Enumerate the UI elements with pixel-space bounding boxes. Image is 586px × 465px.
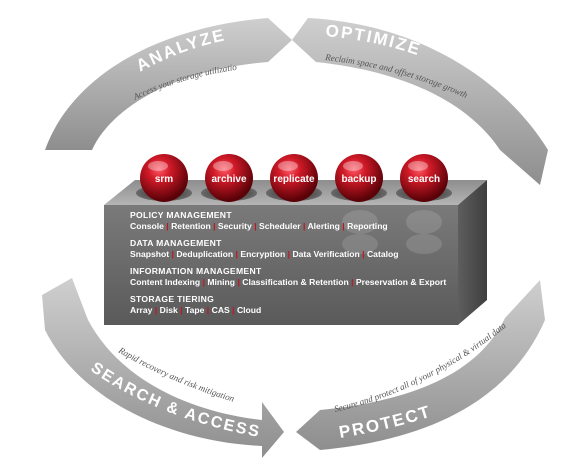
module-label: srm (155, 174, 173, 185)
section-items: Array | Disk | Tape | CAS | Cloud (130, 305, 261, 315)
item-separator: | (233, 249, 240, 259)
slab-side (458, 180, 487, 325)
red-ball (205, 154, 253, 202)
ball-highlight (408, 161, 428, 171)
ball-highlight (343, 161, 363, 171)
section-item: Array (130, 305, 153, 315)
module-label: search (408, 174, 440, 185)
section-item: Retention (171, 221, 211, 231)
item-separator: | (204, 305, 211, 315)
item-separator: | (200, 277, 207, 287)
item-separator: | (164, 221, 171, 231)
module-archive[interactable]: archive (201, 154, 257, 202)
section-title: STORAGE TIERING (130, 294, 214, 304)
ball-highlight (278, 161, 298, 171)
section-item: Security (218, 221, 252, 231)
item-separator: | (360, 249, 367, 259)
red-ball (140, 154, 188, 202)
section-item: Data Verification (292, 249, 359, 259)
section-item: Scheduler (259, 221, 301, 231)
section-item: Preservation & Export (356, 277, 446, 287)
section-item: Console (130, 221, 164, 231)
item-separator: | (285, 249, 292, 259)
section-item: Catalog (367, 249, 399, 259)
section-item: Snapshot (130, 249, 169, 259)
optimize-arc (292, 18, 548, 185)
platform-slab (104, 180, 487, 325)
item-separator: | (152, 305, 159, 315)
section-items: Snapshot | Deduplication | Encryption | … (130, 249, 398, 259)
module-label: archive (211, 174, 246, 185)
item-separator: | (340, 221, 347, 231)
section-title: POLICY MANAGEMENT (130, 210, 232, 220)
section-item: Disk (160, 305, 178, 315)
red-ball (335, 154, 383, 202)
section-item: Reporting (347, 221, 388, 231)
section-item: Encryption (240, 249, 285, 259)
analyze-arc (45, 18, 292, 150)
module-backup[interactable]: backup (331, 154, 387, 202)
search-access-arc (42, 278, 284, 458)
section-items: Console | Retention | Security | Schedul… (130, 221, 388, 231)
item-separator: | (301, 221, 308, 231)
ball-highlight (213, 161, 233, 171)
module-balls: srm archive replicate backup search (136, 154, 452, 202)
ball-reflections (342, 210, 442, 254)
protect-arc (296, 280, 545, 450)
item-separator: | (178, 305, 185, 315)
module-label: backup (341, 174, 376, 185)
red-ball (270, 154, 318, 202)
item-separator: | (252, 221, 259, 231)
section-item: Classification & Retention (242, 277, 348, 287)
item-separator: | (235, 277, 242, 287)
section-item: CAS (212, 305, 230, 315)
item-separator: | (349, 277, 356, 287)
item-separator: | (230, 305, 237, 315)
section-item: Tape (185, 305, 205, 315)
item-separator: | (211, 221, 218, 231)
section-items: Content Indexing | Mining | Classificati… (130, 277, 446, 287)
red-ball (400, 154, 448, 202)
section-item: Mining (207, 277, 235, 287)
module-srm[interactable]: srm (136, 154, 192, 202)
section-item: Deduplication (176, 249, 233, 259)
section-title: DATA MANAGEMENT (130, 238, 222, 248)
ball-highlight (148, 161, 168, 171)
section-item: Alerting (307, 221, 339, 231)
slab-front (104, 205, 458, 325)
section-item: Content Indexing (130, 277, 200, 287)
module-replicate[interactable]: replicate (266, 154, 322, 202)
section-title: INFORMATION MANAGEMENT (130, 266, 262, 276)
section-item: Cloud (237, 305, 261, 315)
module-search[interactable]: search (396, 154, 452, 202)
module-label: replicate (273, 174, 315, 185)
item-separator: | (169, 249, 176, 259)
